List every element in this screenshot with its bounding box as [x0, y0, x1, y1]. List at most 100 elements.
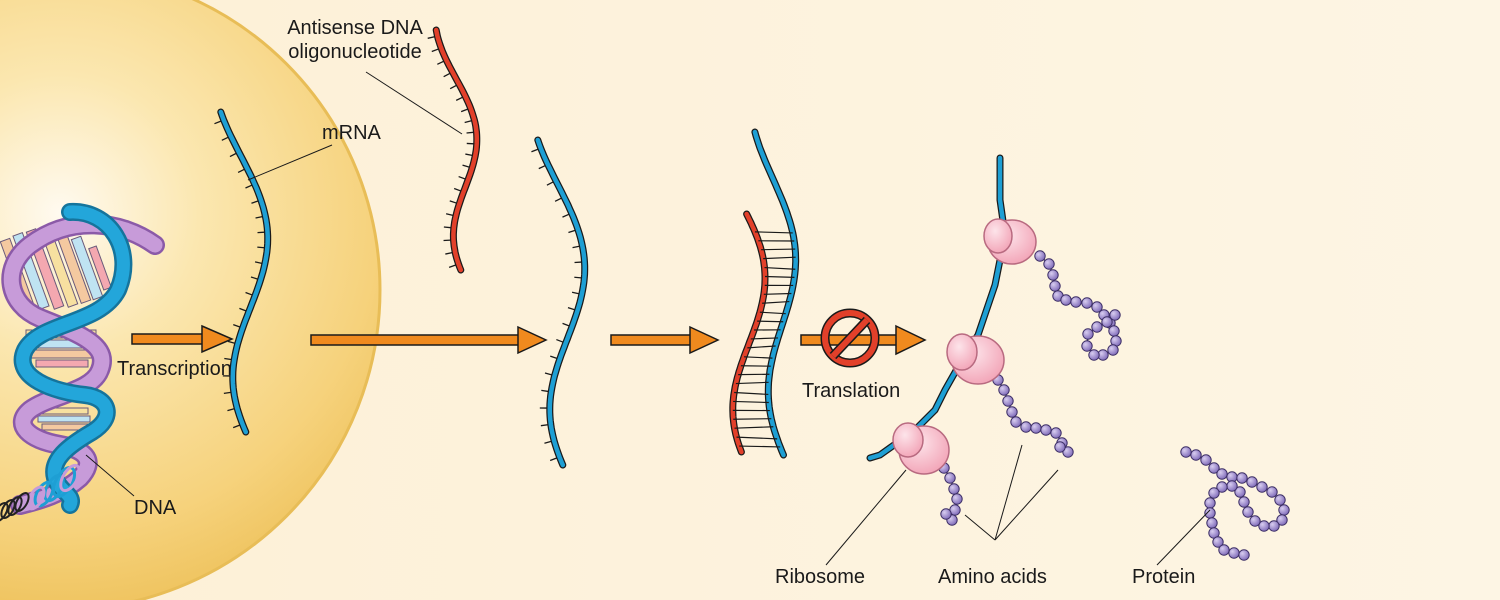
- amino-acid-bead: [1082, 328, 1094, 340]
- amino-acid-bead: [1047, 269, 1059, 281]
- hybrid-rung: [735, 381, 769, 385]
- amino-acid-bead: [951, 493, 963, 505]
- amino-acid-bead: [944, 472, 956, 484]
- arrow-transcription: [131, 324, 234, 354]
- amino-acid-bead: [1204, 507, 1216, 519]
- amino-acid-bead: [1256, 481, 1268, 493]
- amino-acid-bead: [1081, 340, 1093, 352]
- dna-helix: [0, 203, 165, 523]
- antisense-label-line1: Antisense DNA: [287, 17, 423, 39]
- translation-label: Translation: [802, 380, 901, 402]
- hybrid-rung: [764, 275, 795, 278]
- amino-acid-bead: [1206, 517, 1218, 529]
- hybrid-rung: [763, 292, 792, 295]
- antisense-strand-hybrid: [729, 210, 769, 456]
- arrow-export: [310, 325, 548, 355]
- leader-antisense: [365, 71, 463, 135]
- amino-acid-bead: [1050, 427, 1062, 439]
- amino-acid-bead: [1208, 462, 1220, 474]
- amino-acid-bead: [940, 508, 952, 520]
- ribosome-label: Ribosome: [775, 566, 866, 588]
- hybrid-rung: [754, 231, 793, 234]
- hybrid-rung: [761, 248, 796, 251]
- amino-acid-bead: [1268, 520, 1280, 532]
- amino-acid-bead: [1249, 515, 1261, 527]
- amino-acid-bead: [1204, 497, 1216, 509]
- amino-acid-bead: [1266, 486, 1278, 498]
- leader-lines: [85, 71, 1211, 566]
- leader-mrna: [247, 144, 333, 181]
- hybrid-rung: [736, 436, 778, 440]
- amino-acids-label: Amino acids: [938, 566, 1047, 588]
- leader-protein: [1156, 509, 1211, 566]
- mrna-strand-hybrid: [751, 128, 800, 459]
- amino-acid-bead: [1020, 421, 1032, 433]
- hybrid-rung: [734, 426, 774, 429]
- amino-acid-bead: [1070, 296, 1082, 308]
- amino-acid-bead: [1238, 496, 1250, 508]
- leader-ribosome: [825, 469, 907, 566]
- amino-acid-bead: [948, 483, 960, 495]
- amino-acid-bead: [1034, 250, 1046, 262]
- amino-acid-bead: [1208, 487, 1220, 499]
- amino-acid-bead: [1216, 468, 1228, 480]
- hybrid-rung: [739, 445, 781, 448]
- mrna-strand-nucleus: [214, 108, 272, 436]
- amino-acid-bead: [1212, 536, 1224, 548]
- amino-acid-bead: [1200, 454, 1212, 466]
- leader-amino-2: [994, 444, 1023, 541]
- amino-acid-bead: [1246, 476, 1258, 488]
- nucleus: [0, 0, 382, 600]
- amino-acid-bead: [1236, 472, 1248, 484]
- amino-acid-bead: [1091, 321, 1103, 333]
- amino-acid-bead: [1054, 441, 1066, 453]
- prohibition-icon: [820, 308, 880, 368]
- hybrid-rung: [744, 356, 773, 359]
- hybrid-rung: [763, 256, 796, 260]
- antisense-label: Antisense DNA oligonucleotide: [280, 16, 430, 64]
- hybrid-rung: [759, 311, 786, 315]
- amino-acid-bead: [1258, 520, 1270, 532]
- hybrid-rung: [764, 266, 796, 270]
- leader-amino-3: [994, 469, 1059, 541]
- amino-acid-bead: [1274, 494, 1286, 506]
- amino-acid-bead: [1109, 309, 1121, 321]
- dna-label: DNA: [134, 497, 177, 519]
- amino-acid-bead: [1278, 504, 1290, 516]
- amino-acid-bead: [1043, 258, 1055, 270]
- amino-acid-bead: [1030, 422, 1042, 434]
- protein-label: Protein: [1132, 566, 1196, 588]
- antisense-strand-free: [427, 26, 481, 274]
- amino-acid-bead: [1228, 547, 1240, 559]
- amino-acid-bead: [1040, 424, 1052, 436]
- ribosome-top: [983, 218, 1037, 265]
- amino-acid-bead: [1238, 549, 1250, 561]
- amino-acid-bead: [1218, 544, 1230, 556]
- transcription-label: Transcription: [117, 358, 232, 380]
- hybrid-rung: [733, 418, 772, 420]
- amino-acid-bead: [998, 384, 1010, 396]
- hybrid-rungs: [732, 231, 796, 448]
- hybrid-rung: [733, 400, 769, 404]
- mrna-strand-cytoplasm: [531, 136, 589, 469]
- amino-acid-bead: [1088, 349, 1100, 361]
- amino-acid-bead: [1216, 481, 1228, 493]
- amino-acid-bead: [1276, 514, 1288, 526]
- amino-acid-bead: [1108, 325, 1120, 337]
- hybrid-rung: [747, 345, 776, 349]
- hybrid-rung: [750, 337, 779, 340]
- hybrid-rung: [734, 391, 769, 396]
- amino-acid-bead: [1190, 449, 1202, 461]
- amino-acid-bead: [1002, 395, 1014, 407]
- antisense-label-line2: oligonucleotide: [288, 41, 422, 63]
- amino-acid-bead: [1062, 446, 1074, 458]
- amino-acid-bead: [1180, 446, 1192, 458]
- amino-acid-bead: [1049, 280, 1061, 292]
- ribosome-bottom: [892, 422, 950, 475]
- amino-acid-bead: [1006, 406, 1018, 418]
- amino-acid-bead: [1010, 416, 1022, 428]
- amino-acid-bead: [1226, 480, 1238, 492]
- leader-amino-1: [964, 514, 996, 541]
